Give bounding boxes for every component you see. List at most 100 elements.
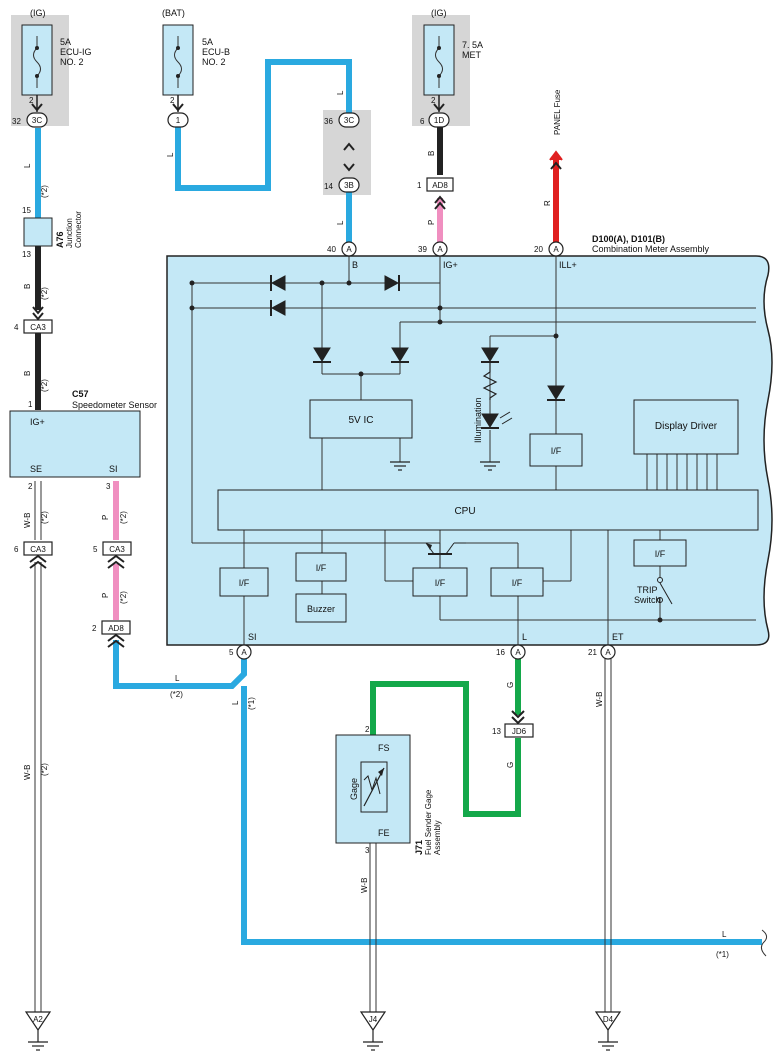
wire-note-4: (*2) [40,511,49,524]
wire-label-wb-1: W-B [23,513,32,528]
wire-note-9: (*2) [40,763,49,776]
conn-a-40: A [346,245,352,254]
junction-id: A76 [55,231,65,248]
fuel-fe: FE [378,828,390,838]
wire-label-wb-2: W-B [23,765,32,780]
wire-label-l-5: L [175,674,180,683]
conn-3b: 3B [344,181,354,190]
fuel-id: J71 [414,840,424,855]
wire-break [760,929,768,957]
if-block-trip [633,539,687,567]
ic-5v-label: 5V IC [348,415,373,426]
wire-note-10: (*1) [716,950,729,959]
wire-label-g-1: G [506,682,515,688]
pin-2e: 2 [92,624,97,633]
conn-ad8-top: AD8 [432,181,448,190]
wire-label-b-2: B [23,371,32,376]
conn-ca3-2: CA3 [30,545,46,554]
pin-32: 32 [12,117,21,126]
illumination-resistor [482,362,498,400]
meter-internal-lines [191,256,756,645]
wire-note-6: (*2) [119,591,128,604]
fuse-3-supply: (IG) [431,8,447,18]
connector-chevrons [29,103,562,725]
display-driver-label: Display Driver [655,421,718,432]
if-ill-label: I/F [551,446,562,456]
ground-a2: A2 [33,1015,43,1024]
junction-name1: Junction [65,218,74,248]
fuse-3 [423,24,455,96]
meter-term-ig: IG+ [443,260,458,270]
meter-term-l: L [522,632,527,642]
if-l-label: I/F [512,578,523,588]
fuse-1-name: ECU-IG [60,47,92,57]
pin-6b: 6 [14,545,19,554]
if-trip-label: I/F [655,549,666,559]
wire-label-b-1: B [23,284,32,289]
pin-1: 1 [417,181,422,190]
if-block-tr [412,567,468,597]
wire-label-l-3: L [336,90,345,95]
pin-21: 21 [588,648,597,657]
fuse-2-supply: (BAT) [162,8,185,18]
fuse-2-rating: 5A [202,37,213,47]
if-buzzer-label: I/F [316,563,327,573]
trip-switch [657,577,673,605]
wire-note-2: (*2) [40,287,49,300]
conn-ca3-1: CA3 [30,323,46,332]
fuel-fs: FS [378,743,390,753]
conn-ad8-bottom: AD8 [108,624,124,633]
fuse-3-name: MET [462,50,482,60]
if-block-si [219,567,269,597]
pin-15: 15 [22,206,31,215]
conn-1d: 1D [434,116,444,125]
pin-14: 14 [324,182,333,191]
if-block-ill [529,433,583,467]
wire-wb-group [34,481,612,1012]
wire-label-l-7: L [722,930,727,939]
wire-label-r: R [543,200,552,206]
pin-13: 13 [22,250,31,259]
trip-switch-label: Switch [634,595,661,605]
fuse-2-name: ECU-B [202,47,230,57]
if-si-label: I/F [239,578,250,588]
fuse-3-rating: 7. 5A [462,40,483,50]
meter-term-ill: ILL+ [559,260,577,270]
pin-2f: 2 [365,725,370,734]
if-tr-label: I/F [435,578,446,588]
conn-ca3-3: CA3 [109,545,125,554]
wire-label-p-1: P [427,220,436,225]
wire-label-l-4: L [336,220,345,225]
conn-a-20: A [553,245,559,254]
fuse-2-name2: NO. 2 [202,57,226,67]
wire-label-b-3: B [427,151,436,156]
wire-l-bus [241,686,762,945]
buzzer-label: Buzzer [307,604,335,614]
conn-3c-mid: 3C [344,116,354,125]
fuse-1-supply: (IG) [30,8,46,18]
fuse-1 [21,24,53,96]
wire-label-wb-4: W-B [360,878,369,893]
if-block-l [490,567,544,597]
pin-20: 20 [534,245,543,254]
sensor-id: C57 [72,389,89,399]
wire-label-p-3: P [101,593,110,598]
meter-term-et: ET [612,632,624,642]
conn-a-5: A [241,648,247,657]
sensor-name: Speedometer Sensor [72,400,157,410]
fuel-name2: Assembly [433,820,442,855]
conn-1: 1 [176,116,181,125]
pin-2a: 2 [29,96,34,105]
wire-label-l-1: L [23,163,32,168]
wire-note-5: (*2) [119,511,128,524]
pin-6: 6 [420,117,425,126]
wire-note-3: (*2) [40,379,49,392]
wire-label-l-2: L [166,152,175,157]
speedometer-sensor [9,410,141,478]
junction-connector-a76 [23,217,53,247]
pin-3b: 3 [365,846,370,855]
wire-label-g-2: G [506,762,515,768]
cpu-block [217,489,759,531]
conn-a-39: A [437,245,443,254]
